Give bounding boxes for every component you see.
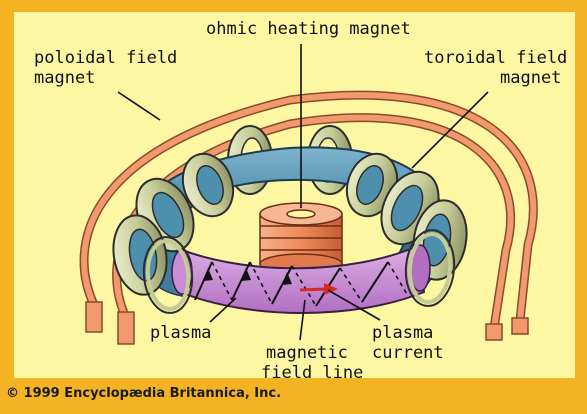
label-ohmic: ohmic heating magnet — [206, 19, 411, 39]
label-toroidal-2: magnet — [500, 68, 561, 88]
ohmic-heating-magnet — [260, 203, 342, 274]
label-current-2: current — [372, 343, 444, 363]
label-poloidal-1: poloidal field — [34, 48, 177, 68]
copyright-notice: © 1999 Encyclopædia Britannica, Inc. — [6, 386, 281, 401]
label-plasma: plasma — [150, 323, 211, 343]
label-magnetic-2: field line — [261, 363, 363, 383]
label-magnetic-1: magnetic — [266, 343, 348, 363]
label-poloidal-2: magnet — [34, 68, 95, 88]
label-current-1: plasma — [372, 323, 433, 343]
label-toroidal-1: toroidal field — [424, 48, 567, 68]
